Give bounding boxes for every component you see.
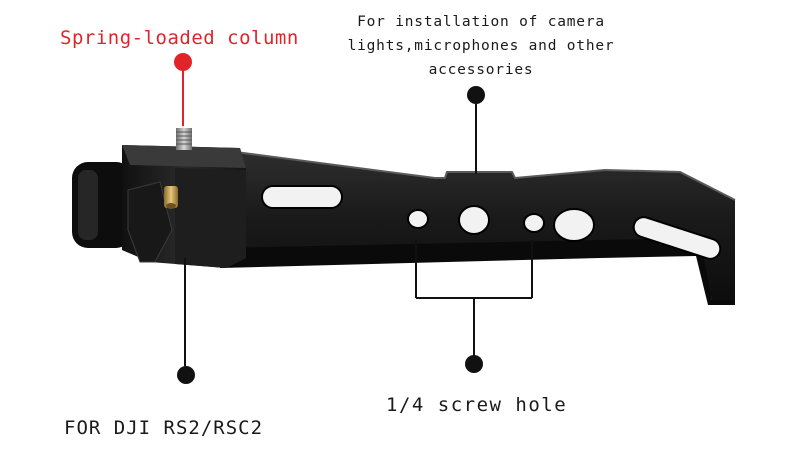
arm-holes bbox=[261, 185, 722, 260]
center-hole bbox=[458, 205, 490, 235]
label-dji-compatibility: FOR DJI RS2/RSC2 bbox=[64, 417, 264, 439]
brass-pin bbox=[164, 186, 178, 209]
slot-hole-right bbox=[632, 216, 722, 260]
large-hole-right bbox=[553, 208, 595, 242]
slot-hole-left bbox=[261, 185, 343, 209]
label-spring-loaded-column: Spring-loaded column bbox=[60, 27, 299, 49]
mount-block bbox=[122, 145, 246, 268]
label-screw-hole: 1/4 screw hole bbox=[386, 394, 568, 416]
end-cap bbox=[72, 162, 132, 248]
callout-screw-holes bbox=[415, 240, 533, 373]
label-accessories-line3: accessories bbox=[428, 62, 534, 78]
screw-hole-right bbox=[523, 213, 545, 233]
callout-dji bbox=[177, 258, 195, 384]
callout-spring-column bbox=[174, 53, 192, 126]
spring-loaded-column bbox=[176, 128, 192, 150]
label-accessories-line1: For installation of camera bbox=[357, 14, 605, 30]
label-accessories: For installation of camera lights,microp… bbox=[336, 10, 626, 82]
label-accessories-line2: lights,microphones and other bbox=[347, 38, 615, 54]
callout-accessories bbox=[467, 86, 485, 174]
screw-hole-left bbox=[407, 209, 429, 229]
